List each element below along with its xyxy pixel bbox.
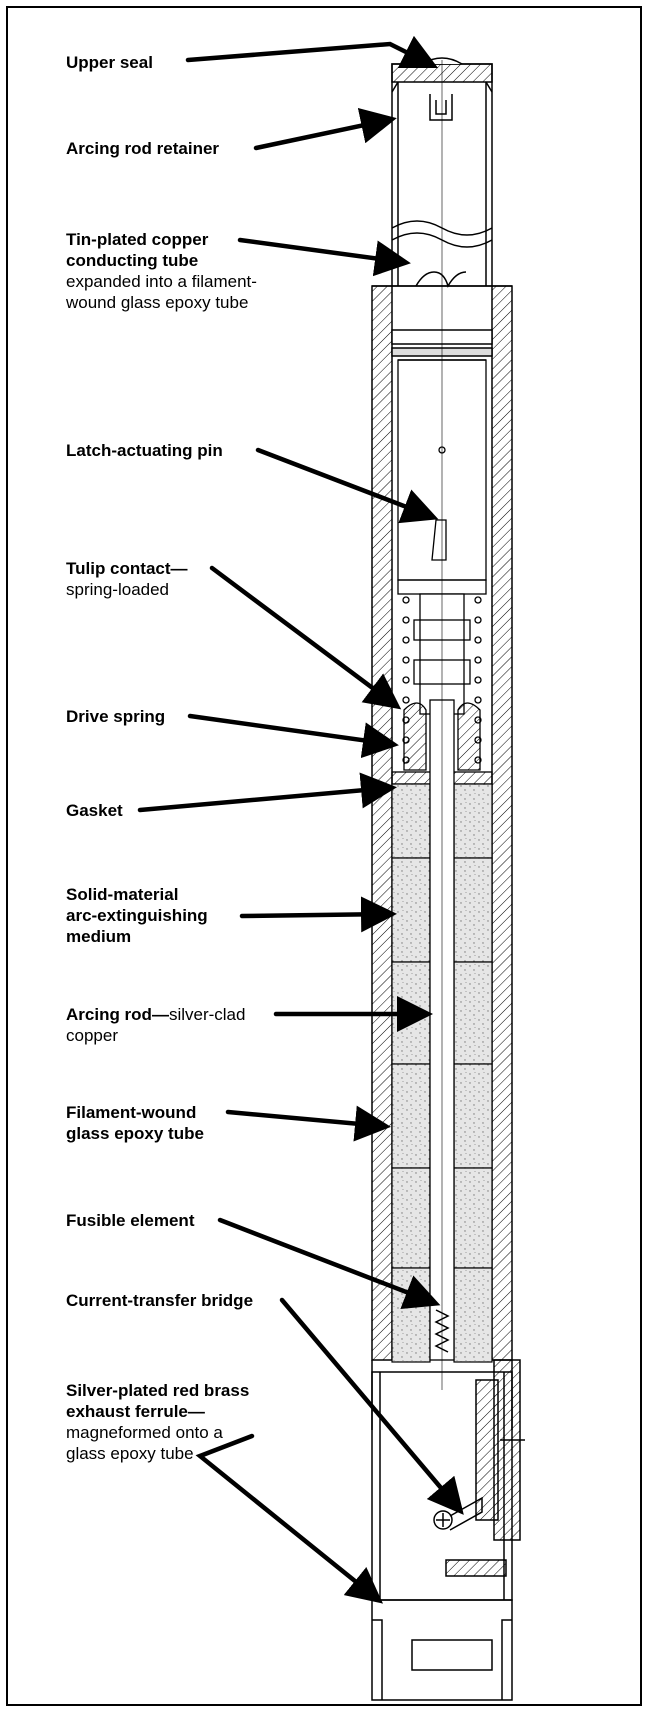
label-fusible-element: Fusible element xyxy=(66,1210,194,1231)
arcing-rod-bold: Arcing rod— xyxy=(66,1005,169,1024)
arcing-rod-rest: silver-clad xyxy=(168,1005,246,1024)
label-solid-medium: Solid-material arc-extinguishing medium xyxy=(66,884,208,947)
diagram-frame xyxy=(6,6,642,1706)
label-tulip-contact: Tulip contact— spring-loaded xyxy=(66,558,188,600)
label-latch-pin: Latch-actuating pin xyxy=(66,440,223,461)
solid-line3: medium xyxy=(66,927,132,946)
filament-line2: glass epoxy tube xyxy=(66,1124,204,1143)
filament-line1: Filament-wound xyxy=(66,1103,197,1122)
fusible-text: Fusible element xyxy=(66,1211,195,1230)
arcing-rod-line2: copper xyxy=(66,1026,118,1045)
conducting-tube-line4: wound glass epoxy tube xyxy=(66,293,249,312)
conducting-tube-line2: conducting tube xyxy=(66,251,199,270)
label-gasket: Gasket xyxy=(66,800,123,821)
label-conducting-tube: Tin-plated copper conducting tube expand… xyxy=(66,229,257,313)
solid-line1: Solid-material xyxy=(66,885,179,904)
latch-pin-text: Latch-actuating pin xyxy=(66,441,223,460)
label-arcing-rod: Arcing rod—silver-clad copper xyxy=(66,1004,245,1046)
arcing-rod-line1: Arcing rod—silver-clad xyxy=(66,1004,245,1025)
drive-spring-text: Drive spring xyxy=(66,707,166,726)
ferrule-line4: glass epoxy tube xyxy=(66,1444,194,1463)
drive-spring-shape xyxy=(402,596,482,771)
label-exhaust-ferrule: Silver-plated red brass exhaust ferrule—… xyxy=(66,1380,249,1464)
conducting-tube-line3: expanded into a filament- xyxy=(66,272,257,291)
arc-medium-blocks xyxy=(391,783,493,1363)
bridge-text: Current-transfer bridge xyxy=(66,1291,254,1310)
ferrule-line1: Silver-plated red brass xyxy=(66,1381,250,1400)
upper-seal-text: Upper seal xyxy=(66,53,153,72)
tulip-line1: Tulip contact— xyxy=(66,559,188,578)
ferrule-line2: exhaust ferrule— xyxy=(66,1402,205,1421)
ferrule-line3: magneformed onto a xyxy=(66,1423,223,1442)
tulip-line2: spring-loaded xyxy=(66,580,170,599)
exhaust-ferrule xyxy=(371,1359,525,1701)
label-current-bridge: Current-transfer bridge xyxy=(66,1290,253,1311)
arcing-rod-retainer-text: Arcing rod retainer xyxy=(66,139,220,158)
label-drive-spring: Drive spring xyxy=(66,706,165,727)
label-upper-seal: Upper seal xyxy=(66,52,153,73)
fusible-element-shape xyxy=(434,1309,450,1353)
conducting-tube-line1: Tin-plated copper xyxy=(66,230,209,249)
arcing-rod-shape xyxy=(429,60,455,1390)
solid-line2: arc-extinguishing xyxy=(66,906,208,925)
leader-arrows xyxy=(137,35,464,1604)
label-filament-tube: Filament-wound glass epoxy tube xyxy=(66,1102,204,1144)
gasket-text: Gasket xyxy=(66,801,123,820)
label-arcing-rod-retainer: Arcing rod retainer xyxy=(66,138,219,159)
